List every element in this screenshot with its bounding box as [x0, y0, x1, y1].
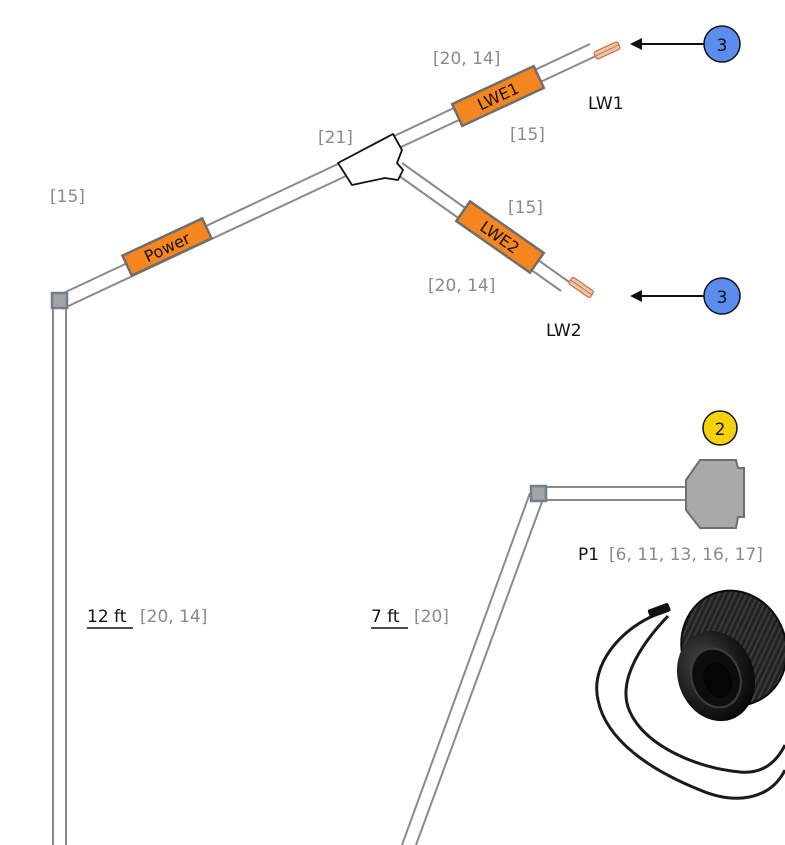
lwe2-ref-label: [15]	[508, 198, 543, 218]
power-ref-label: [15]	[50, 187, 85, 207]
lw1-ref-label: [20, 14]	[433, 49, 500, 69]
right-length-label[interactable]: 7 ft	[371, 607, 400, 627]
lwe1-ref-label: [15]	[510, 125, 545, 145]
arrow-left-icon	[630, 290, 704, 302]
p1-ref-label: [6, 11, 13, 16, 17]	[609, 545, 763, 565]
splice-icon[interactable]	[337, 133, 404, 186]
junction-node-right[interactable]	[529, 484, 548, 503]
lw2-name-label[interactable]: LW2	[546, 321, 582, 341]
right-wire-7ft[interactable]	[401, 492, 544, 845]
junction-node-left[interactable]	[50, 291, 69, 310]
copper-tips	[568, 41, 621, 298]
right-ref-label: [20]	[414, 607, 449, 627]
splice-ref-label: [21]	[318, 128, 353, 148]
p1-badge-number: 2	[715, 420, 726, 440]
power-sleeve[interactable]: Power	[120, 216, 214, 278]
lw2-ref-label: [20, 14]	[428, 276, 495, 296]
lwe1-sleeve[interactable]: LWE1	[450, 64, 546, 128]
lw2-badge[interactable]: 3	[703, 277, 741, 315]
p1-wire[interactable]	[546, 486, 688, 501]
lw1-badge-number: 3	[717, 36, 728, 56]
left-wire-12ft[interactable]	[52, 308, 67, 845]
p1-badge[interactable]: 2	[702, 410, 738, 446]
connector-icon[interactable]	[685, 459, 745, 529]
lw1-copper-tip	[593, 41, 621, 60]
lw1-badge[interactable]: 3	[703, 25, 741, 63]
arrow-left-icon	[630, 38, 704, 50]
left-ref-label: [20, 14]	[140, 607, 207, 627]
p1-name-label[interactable]: P1	[578, 545, 599, 565]
left-length-label[interactable]: 12 ft	[87, 607, 127, 627]
lw1-name-label[interactable]: LW1	[588, 94, 624, 114]
lw2-badge-number: 3	[717, 288, 728, 308]
connector-photo	[595, 589, 785, 800]
lw2-copper-tip	[568, 276, 594, 298]
